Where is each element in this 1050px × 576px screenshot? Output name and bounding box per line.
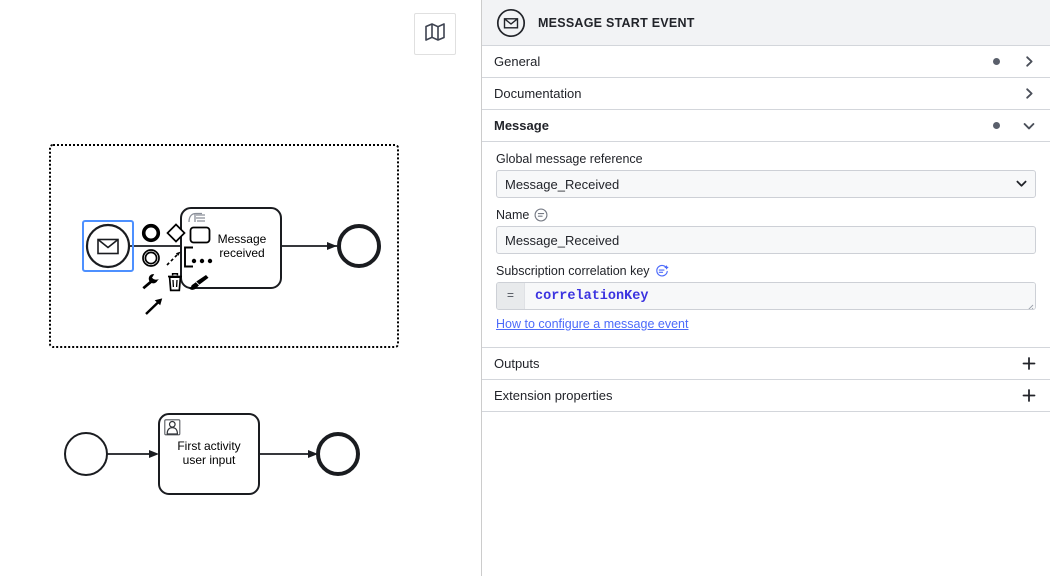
paintbrush-icon[interactable]: [188, 271, 210, 293]
group-label-outputs: Outputs: [494, 356, 540, 371]
cursor-arrow-icon[interactable]: [143, 295, 165, 317]
help-link-configure-message-event[interactable]: How to configure a message event: [496, 317, 689, 331]
group-header-documentation[interactable]: Documentation: [482, 78, 1050, 110]
selected-element-outline[interactable]: [82, 220, 134, 272]
label-name: Name: [496, 208, 1036, 222]
group-header-outputs[interactable]: Outputs: [482, 348, 1050, 380]
label-subscription-correlation-key: Subscription correlation key: [496, 264, 1036, 278]
chevron-right-icon: [1022, 55, 1036, 69]
field-global-message-reference: Global message reference Message_Receive…: [496, 152, 1036, 198]
context-pad[interactable]: [134, 198, 234, 323]
bpmn-canvas[interactable]: Message received First activity user inp…: [0, 0, 482, 576]
map-icon: [423, 20, 447, 49]
intermediate-event-icon[interactable]: [140, 247, 162, 269]
group-label-general: General: [494, 54, 541, 69]
chevron-right-icon: [1022, 87, 1036, 101]
task-icon[interactable]: [189, 224, 211, 246]
page-title: MESSAGE START EVENT: [538, 15, 695, 30]
subprocess-icon[interactable]: [178, 246, 200, 268]
wrench-icon[interactable]: [140, 271, 162, 293]
plus-icon[interactable]: [1022, 389, 1036, 403]
gateway-icon[interactable]: [165, 222, 187, 244]
field-name: Name: [496, 208, 1036, 254]
group-dot-general: [993, 58, 1000, 65]
feel-disabled-icon[interactable]: [534, 208, 548, 222]
minimap-toggle-button[interactable]: [414, 13, 456, 55]
message-start-event-icon: [496, 8, 526, 38]
feel-expression-value[interactable]: correlationKey: [525, 283, 1035, 309]
group-label-documentation: Documentation: [494, 86, 582, 101]
trash-icon[interactable]: [164, 271, 186, 293]
process-selection-frame: [49, 144, 399, 348]
group-label-message: Message: [494, 118, 549, 133]
task-label-first-activity: First activity user input: [177, 439, 241, 467]
chevron-down-icon: [1022, 119, 1036, 133]
task-label-message-received: Message received: [217, 232, 267, 260]
group-header-message[interactable]: Message: [482, 110, 1050, 142]
group-dot-documentation: [993, 90, 1000, 97]
group-header-general[interactable]: General: [482, 46, 1050, 78]
label-text: Name: [496, 208, 530, 222]
group-header-extension-properties[interactable]: Extension properties: [482, 380, 1050, 412]
feel-editor-subscription-correlation-key[interactable]: = correlationKey: [496, 282, 1036, 310]
ellipsis-icon[interactable]: [191, 250, 213, 272]
label-global-message-reference: Global message reference: [496, 152, 1036, 166]
connect-icon[interactable]: [163, 248, 185, 270]
label-text: Global message reference: [496, 152, 643, 166]
group-dot-message: [993, 122, 1000, 129]
message-group-body: Global message reference Message_Receive…: [482, 142, 1050, 348]
feel-equals-prefix: =: [497, 283, 525, 309]
append-end-event-icon[interactable]: [140, 222, 162, 244]
properties-panel-header: MESSAGE START EVENT: [482, 0, 1050, 46]
name-input[interactable]: [496, 226, 1036, 254]
global-message-reference-select[interactable]: Message_Received: [496, 170, 1036, 198]
field-subscription-correlation-key: Subscription correlation key = correlati…: [496, 264, 1036, 333]
plus-icon[interactable]: [1022, 357, 1036, 371]
label-text: Subscription correlation key: [496, 264, 650, 278]
properties-panel: MESSAGE START EVENT General Documentatio…: [482, 0, 1050, 576]
feel-required-icon[interactable]: [655, 264, 669, 278]
group-label-extension-properties: Extension properties: [494, 388, 613, 403]
